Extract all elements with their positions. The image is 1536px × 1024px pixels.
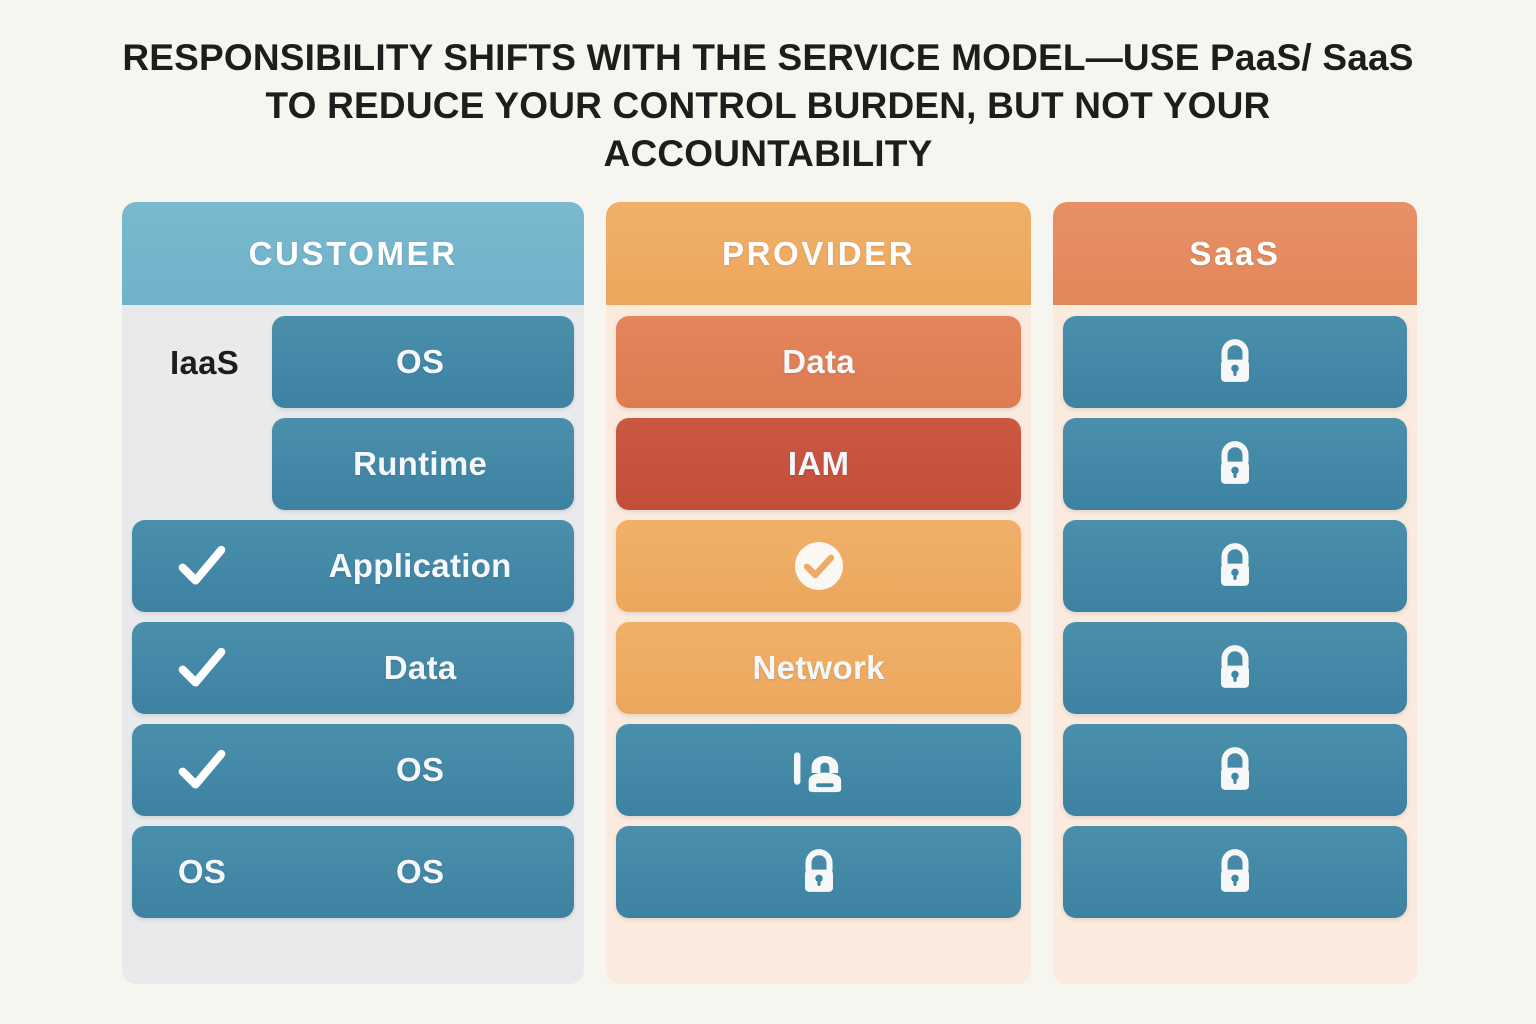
check-badge-icon	[792, 539, 846, 593]
column-header-customer: CUSTOMER	[122, 202, 585, 305]
row-pill[interactable]: Runtime	[272, 418, 575, 510]
column-header-label: SaaS	[1189, 234, 1281, 272]
row-label: OS	[396, 853, 445, 890]
row-label: Data	[782, 343, 855, 380]
row-left-cell	[132, 741, 272, 799]
row-label: Data	[383, 649, 457, 686]
row-pill[interactable]	[1062, 622, 1407, 714]
check-icon	[173, 639, 231, 697]
row-pill[interactable]	[1062, 826, 1407, 918]
lock-icon	[1214, 540, 1256, 592]
row-label: Runtime	[353, 445, 488, 482]
row-main-cell: OS	[272, 751, 574, 789]
row-main-cell: Data	[272, 649, 574, 687]
row-pill[interactable]: Network	[616, 622, 1021, 714]
row-pill[interactable]	[1062, 520, 1407, 612]
column-rows-saas	[1053, 305, 1417, 984]
row-pill[interactable]: OS OS	[132, 826, 575, 918]
row-pill[interactable]	[616, 826, 1021, 918]
row-pill[interactable]	[616, 724, 1021, 816]
lock-icon	[1214, 336, 1256, 388]
row-pill[interactable]	[616, 520, 1021, 612]
check-icon	[173, 537, 231, 595]
lock-icon	[1214, 642, 1256, 694]
row-pill[interactable]: IAM	[616, 418, 1021, 510]
lock-icon	[1214, 438, 1256, 490]
column-header-provider: PROVIDER	[606, 202, 1031, 305]
row-pill[interactable]: OS	[272, 316, 575, 408]
row-left-cell	[132, 537, 272, 595]
person-lock-icon	[788, 742, 850, 798]
row-main-cell: OS	[272, 853, 574, 891]
lock-icon	[798, 846, 840, 898]
row-main-cell: Runtime	[272, 445, 574, 483]
row-pill[interactable]	[1062, 724, 1407, 816]
row-pill[interactable]: Data	[132, 622, 575, 714]
column-header-label: PROVIDER	[722, 234, 916, 272]
row-label: Application	[328, 547, 512, 584]
row-tier-tag: IaaS	[170, 344, 240, 381]
row-pill[interactable]: Data	[616, 316, 1021, 408]
row-label: IAM	[787, 445, 850, 482]
row-pill[interactable]	[1062, 316, 1407, 408]
lock-icon	[1214, 846, 1256, 898]
row-pill[interactable]	[1062, 418, 1407, 510]
column-header-saas: SaaS	[1052, 202, 1417, 305]
column-saas: SaaS	[1052, 202, 1417, 984]
row-label: OS	[396, 751, 445, 788]
lock-icon	[1214, 744, 1256, 796]
column-header-label: CUSTOMER	[248, 234, 458, 272]
row-main-cell: Application	[272, 547, 574, 585]
row-left-cell: OS	[132, 853, 272, 891]
row-pill[interactable]: Application	[132, 520, 575, 612]
page-title: RESPONSIBILITY SHIFTS WITH THE SERVICE M…	[122, 37, 1414, 174]
check-icon	[173, 741, 231, 799]
row-label: Network	[752, 649, 885, 686]
row-left-label: OS	[177, 853, 227, 890]
row-label: OS	[396, 343, 445, 380]
row-left-cell	[132, 639, 272, 697]
row-main-cell: OS	[272, 343, 574, 381]
row-pill[interactable]: OS	[132, 724, 575, 816]
